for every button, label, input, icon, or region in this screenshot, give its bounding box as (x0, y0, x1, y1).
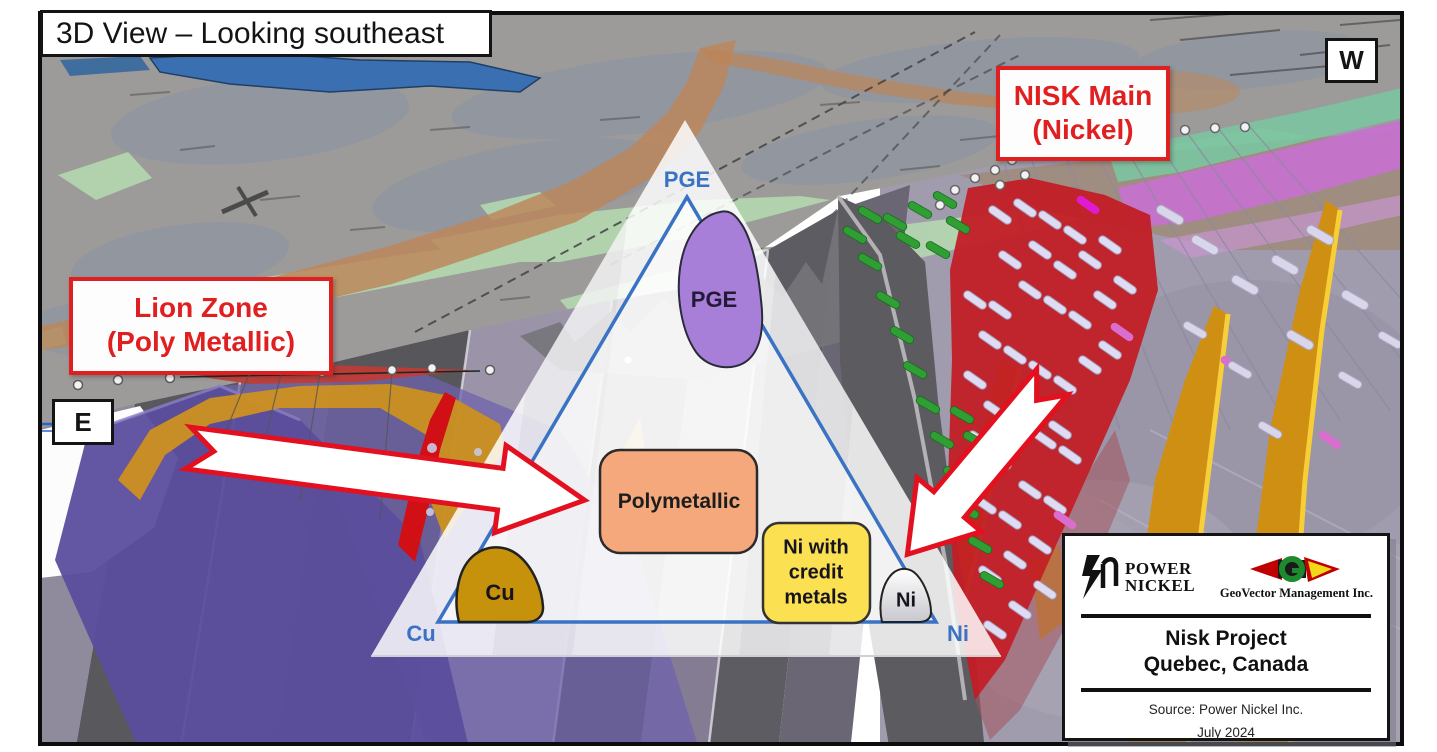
vertex-label-pge: PGE (663, 167, 711, 192)
date-note: July 2024 (1197, 724, 1255, 740)
view-frame (38, 11, 1404, 746)
divider-bottom (1081, 687, 1371, 692)
field-label-ni-credit: Ni with credit metals (783, 536, 849, 609)
logo-row: POWER NICKEL GeoVector Management Inc. (1065, 536, 1387, 610)
credit-box: POWER NICKEL GeoVector Management Inc. N… (1062, 533, 1390, 741)
cu-field-blob (455, 546, 545, 624)
source-note: Source: Power Nickel Inc. (1148, 701, 1304, 717)
project-name: Nisk Project Quebec, Canada (1143, 627, 1309, 677)
power-nickel-logo: POWER NICKEL (1079, 554, 1195, 600)
surface-landmark (221, 185, 269, 218)
nisk-main-callout: NISK Main (Nickel) (996, 66, 1170, 161)
field-label-ni: Ni (896, 589, 916, 612)
lion-zone-arrow (177, 423, 590, 537)
field-label-pge: PGE (690, 287, 738, 312)
field-label-cu: Cu (485, 580, 515, 605)
geovector-logo: GeoVector Management Inc. (1220, 554, 1373, 601)
power-nickel-wordmark: POWER NICKEL (1125, 558, 1196, 595)
vertex-label-ni: Ni (947, 621, 969, 646)
divider-top (1081, 614, 1371, 618)
lion-zone-callout: Lion Zone (Poly Metallic) (69, 277, 333, 375)
nisk-main-subtitle: (Nickel) (1032, 114, 1134, 146)
polymetallic-field-box (598, 448, 759, 555)
compass-east: E (52, 399, 114, 445)
power-nickel-bolt-icon (1082, 555, 1119, 599)
field-label-polymetallic: Polymetallic (617, 490, 741, 513)
view-title: 3D View – Looking southeast (40, 10, 492, 57)
geovector-wordmark: GeoVector Management Inc. (1219, 585, 1373, 600)
nisk-main-title: NISK Main (1013, 80, 1153, 111)
ni-field-blob (879, 567, 933, 623)
ni-credit-field-box (761, 521, 872, 625)
lion-zone-title: Lion Zone (134, 292, 268, 323)
compass-west: W (1325, 38, 1378, 83)
vertex-label-cu: Cu (406, 621, 436, 646)
pge-field-blob (677, 210, 764, 369)
gold-sheet-left (118, 384, 505, 540)
lake (148, 51, 542, 93)
geovector-mark-icon (1250, 555, 1341, 582)
lion-zone-subtitle: (Poly Metallic) (106, 326, 296, 358)
ternary-triangle (434, 193, 940, 624)
nisk-main-arrow (904, 362, 1074, 558)
